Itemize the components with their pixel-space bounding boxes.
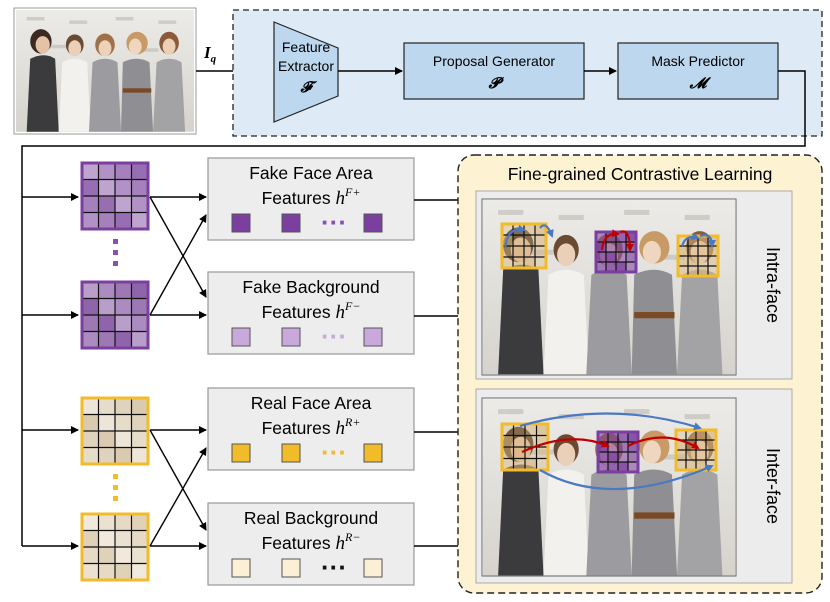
grid-to-feature-arrows (149, 193, 207, 550)
proposal-generator-label: Proposal Generator (433, 53, 556, 69)
intra-face-arrows (503, 224, 716, 252)
feature-token-ellipsis: ··· (321, 552, 347, 582)
intra-face-label: Intra-face (763, 247, 783, 323)
intra-fake-grid (594, 230, 638, 274)
feature-token-1 (281, 443, 301, 463)
feature-token-1 (281, 327, 301, 347)
feature-box-title: Real Background (244, 508, 378, 528)
fake-grid-ellipsis (113, 239, 118, 266)
svg-text:Iq: Iq (203, 43, 217, 65)
inter-real-grid-left (500, 422, 550, 472)
feature-token-2 (363, 327, 383, 347)
feature-extractor-label-1: Feature (282, 39, 330, 55)
feature-token-1 (281, 213, 301, 233)
real-face-patch-grid (80, 396, 150, 466)
input-image (13, 7, 197, 135)
feature-box-subtitle: Features hF− (262, 299, 361, 323)
feature-token-2 (363, 443, 383, 463)
inter-face-panel: Inter-face (475, 388, 793, 584)
feature-box-title: Real Face Area (251, 393, 372, 413)
feature-token-0 (231, 558, 251, 578)
feature-token-1 (281, 558, 301, 578)
feature-token-ellipsis: ··· (321, 321, 347, 351)
feature-token-2 (363, 558, 383, 578)
feature-box-subtitle: Features hR+ (262, 415, 361, 439)
intra-face-panel: Intra-face (475, 190, 793, 380)
feature-box-title: Fake Face Area (249, 163, 373, 183)
feature-extractor-label-2: Extractor (278, 58, 334, 74)
mask-predictor-symbol: 𝓜 (689, 76, 712, 92)
route-branches (22, 193, 79, 550)
feature-extractor-block: Feature Extractor 𝓕 (273, 21, 339, 123)
feature-box-subtitle: Features hR− (262, 530, 361, 554)
intra-real-grid-left (500, 222, 548, 270)
fake-background-patch-grid (80, 280, 150, 350)
real-grid-ellipsis (113, 474, 118, 501)
feature-token-ellipsis: ··· (321, 207, 347, 237)
inter-fake-grid (596, 430, 640, 474)
mask-predictor-block: Mask Predictor 𝓜 (617, 42, 779, 100)
feature-token-0 (231, 443, 251, 463)
fcl-title: Fine-grained Contrastive Learning (508, 164, 773, 184)
inter-face-arrows (519, 412, 714, 491)
mask-output-route (21, 70, 806, 546)
fake-face-patch-grid (80, 161, 150, 231)
feature-box-subtitle: Features hF+ (262, 185, 361, 209)
feature-token-2 (363, 213, 383, 233)
inter-face-label: Inter-face (763, 448, 783, 524)
feature-token-0 (231, 327, 251, 347)
feature-box-title: Fake Background (242, 277, 379, 297)
inter-real-grid-right (674, 428, 718, 472)
feature-token-ellipsis: ··· (321, 437, 347, 467)
input-label: Iq (203, 43, 217, 65)
real-background-patch-grid (80, 512, 150, 582)
feature-token-0 (231, 213, 251, 233)
proposal-generator-block: Proposal Generator 𝓟 (403, 42, 585, 100)
mask-predictor-label: Mask Predictor (651, 53, 745, 69)
